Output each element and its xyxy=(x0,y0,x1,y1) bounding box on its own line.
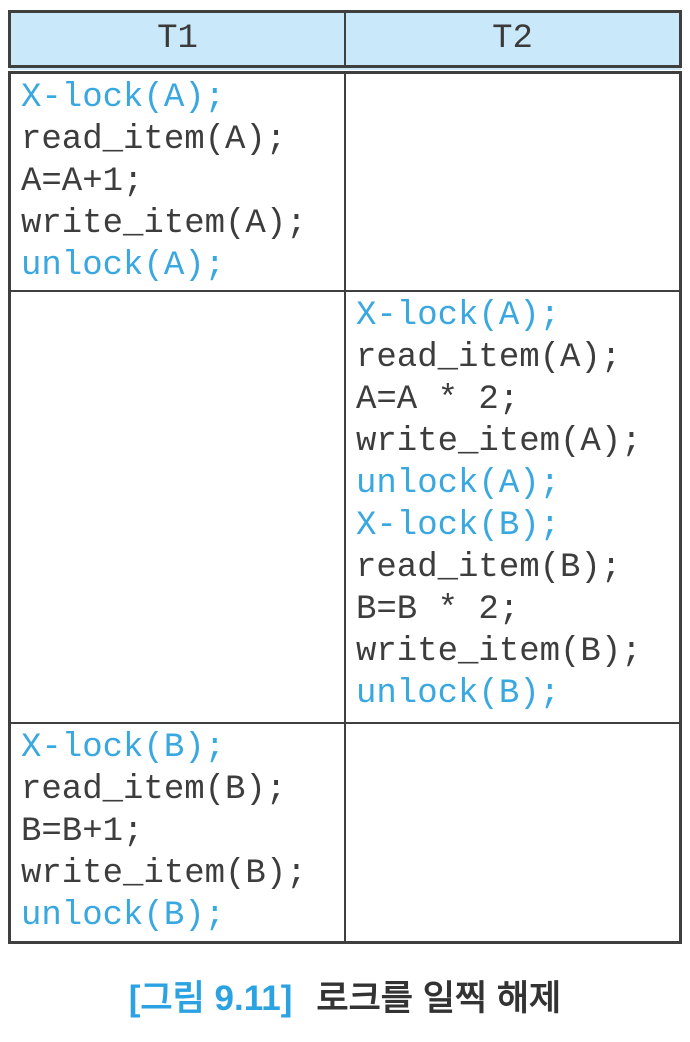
operation-statement: write_item(B); xyxy=(356,633,642,671)
operation-statement: write_item(B); xyxy=(21,855,307,893)
schedule-row-3: X-lock(B); read_item(B); B=B+1; write_item(… xyxy=(8,722,682,943)
figure-caption-label: [그림 9.11] xyxy=(128,979,293,1018)
lock-statement: X-lock(A); xyxy=(21,79,226,117)
header-row: T1 T2 xyxy=(8,10,682,74)
column-header-t1: T1 xyxy=(8,10,346,74)
schedule-cell-t1-row3: X-lock(B); read_item(B); B=B+1; write_item(… xyxy=(8,722,346,943)
operation-statement: write_item(A); xyxy=(356,423,642,461)
operation-statement: write_item(A); xyxy=(21,205,307,243)
figure-caption: [그림 9.11] 로크를 일찍 해제 xyxy=(0,978,690,1020)
lock-statement: unlock(A); xyxy=(356,465,561,503)
figure-caption-text: 로크를 일찍 해제 xyxy=(316,979,562,1018)
table-body: X-lock(A); read_item(A); A=A+1; write_item(… xyxy=(8,68,682,943)
operation-statement: A=A * 2; xyxy=(356,381,520,419)
transaction-schedule-table: T1 T2 X-lock(A); read_item(A); A=A+1; write… xyxy=(8,10,682,944)
operation-statement: read_item(A); xyxy=(356,339,622,377)
operation-statement: read_item(B); xyxy=(356,549,622,587)
operation-statement: read_item(A); xyxy=(21,121,287,159)
operation-statement: read_item(B); xyxy=(21,771,287,809)
schedule-cell-t1-row2 xyxy=(8,290,346,724)
lock-statement: unlock(B); xyxy=(21,897,226,935)
lock-statement: unlock(B); xyxy=(356,675,561,713)
lock-statement: X-lock(A); xyxy=(356,297,561,335)
schedule-row-1: X-lock(A); read_item(A); A=A+1; write_item(… xyxy=(8,68,682,292)
lock-statement: unlock(A); xyxy=(21,247,226,285)
schedule-cell-t1-row1: X-lock(A); read_item(A); A=A+1; write_item(… xyxy=(8,68,346,292)
lock-statement: X-lock(B); xyxy=(356,507,561,545)
schedule-cell-t2-row3 xyxy=(344,722,682,943)
column-header-t2: T2 xyxy=(344,10,682,74)
operation-statement: B=B+1; xyxy=(21,813,144,851)
schedule-row-2: X-lock(A); read_item(A); A=A * 2; write_ite… xyxy=(8,290,682,724)
operation-statement: A=A+1; xyxy=(21,163,144,201)
schedule-cell-t2-row2: X-lock(A); read_item(A); A=A * 2; write_ite… xyxy=(344,290,682,724)
schedule-cell-t2-row1 xyxy=(344,68,682,292)
operation-statement: B=B * 2; xyxy=(356,591,520,629)
lock-statement: X-lock(B); xyxy=(21,729,226,767)
